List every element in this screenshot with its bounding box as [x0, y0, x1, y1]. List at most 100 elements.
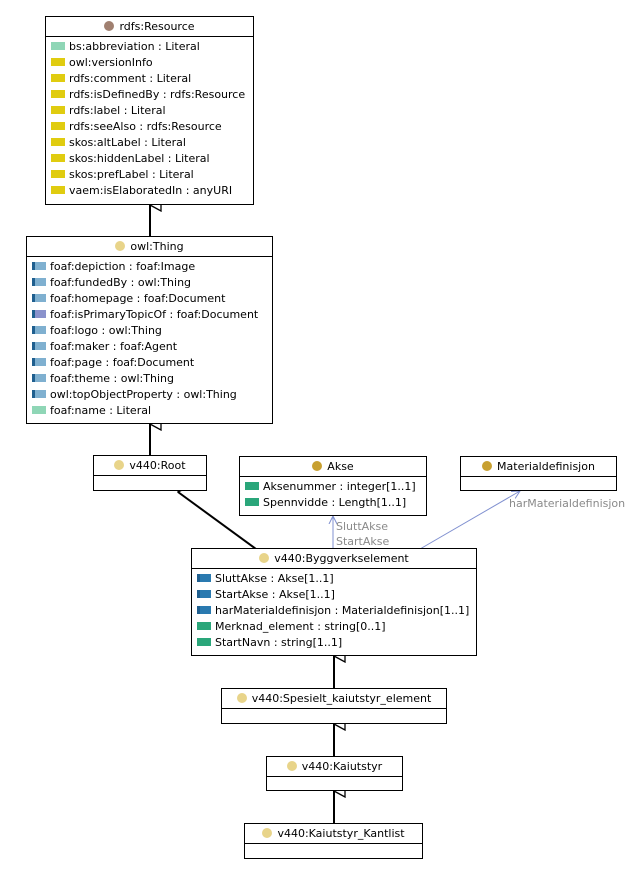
class-header: Materialdefinisjon: [461, 457, 616, 477]
class-title: owl:Thing: [130, 240, 184, 253]
attribute-row[interactable]: SluttAkse : Akse[1..1]: [197, 571, 476, 587]
attribute-label: foaf:maker : foaf:Agent: [50, 340, 178, 353]
class-header: Akse: [240, 457, 426, 477]
attribute-row[interactable]: Aksenummer : integer[1..1]: [245, 479, 426, 495]
attribute-label: foaf:depiction : foaf:Image: [50, 260, 196, 273]
attribute-label: bs:abbreviation : Literal: [69, 40, 200, 53]
attribute-row[interactable]: harMaterialdefinisjon : Materialdefinisj…: [197, 603, 476, 619]
class-attributes: [267, 777, 402, 781]
object-property-icon: [32, 342, 46, 350]
attribute-row[interactable]: skos:prefLabel : Literal: [51, 167, 253, 183]
class-icon: [104, 21, 115, 31]
attribute-row[interactable]: rdfs:label : Literal: [51, 103, 253, 119]
attribute-row[interactable]: foaf:theme : owl:Thing: [32, 371, 272, 387]
annotation-property-icon: [51, 154, 65, 162]
class-icon: [115, 241, 126, 251]
datatype-property-icon: [51, 42, 65, 50]
class-icon: [114, 460, 125, 470]
attribute-row[interactable]: vaem:isElaboratedIn : anyURI: [51, 183, 253, 199]
attribute-label: rdfs:comment : Literal: [69, 72, 192, 85]
object-property-icon: [32, 262, 46, 270]
class-title: v440:Kaiutstyr_Kantlist: [277, 827, 405, 840]
class-attributes: bs:abbreviation : Literal owl:versionInfo…: [46, 37, 253, 201]
class-icon: [259, 553, 270, 563]
attribute-row[interactable]: foaf:logo : owl:Thing: [32, 323, 272, 339]
class-title: v440:Kaiutstyr: [301, 760, 383, 773]
object-property-icon: [32, 294, 46, 302]
attribute-label: skos:altLabel : Literal: [69, 136, 186, 149]
object-property-icon: [32, 278, 46, 286]
attribute-row[interactable]: skos:hiddenLabel : Literal: [51, 151, 253, 167]
class-v440-spesielt-kaiutstyr-element[interactable]: v440:Spesielt_kaiutstyr_element: [221, 688, 447, 724]
attribute-label: StartNavn : string[1..1]: [215, 636, 343, 649]
attribute-row[interactable]: foaf:page : foaf:Document: [32, 355, 272, 371]
association-label-sluttakse: SluttAkse: [336, 520, 389, 533]
attribute-row[interactable]: StartNavn : string[1..1]: [197, 635, 476, 651]
attribute-label: owl:topObjectProperty : owl:Thing: [50, 388, 237, 401]
object-property-icon: [197, 590, 211, 598]
attribute-label: foaf:homepage : foaf:Document: [50, 292, 226, 305]
class-owl-thing[interactable]: owl:Thing foaf:depiction : foaf:Image foaf…: [26, 236, 273, 424]
datatype-property-icon: [197, 622, 211, 630]
attribute-row[interactable]: foaf:fundedBy : owl:Thing: [32, 275, 272, 291]
class-icon: [482, 461, 493, 471]
attribute-row[interactable]: skos:altLabel : Literal: [51, 135, 253, 151]
attribute-label: Aksenummer : integer[1..1]: [263, 480, 416, 493]
attribute-row[interactable]: owl:versionInfo: [51, 55, 253, 71]
object-property-icon: [197, 606, 211, 614]
attribute-row[interactable]: foaf:depiction : foaf:Image: [32, 259, 272, 275]
class-header: v440:Byggverkselement: [192, 549, 476, 569]
class-attributes: [222, 709, 446, 713]
annotation-property-icon: [51, 58, 65, 66]
class-materialdefinisjon[interactable]: Materialdefinisjon: [460, 456, 617, 491]
class-v440-root[interactable]: v440:Root: [93, 455, 207, 491]
class-attributes: SluttAkse : Akse[1..1] StartAkse : Akse[1…: [192, 569, 476, 653]
class-attributes: [245, 844, 422, 848]
annotation-property-icon: [51, 74, 65, 82]
class-title: v440:Root: [129, 459, 186, 472]
class-attributes: Aksenummer : integer[1..1] Spennvidde : L…: [240, 477, 426, 513]
attribute-row[interactable]: rdfs:seeAlso : rdfs:Resource: [51, 119, 253, 135]
attribute-row[interactable]: bs:abbreviation : Literal: [51, 39, 253, 55]
attribute-label: SluttAkse : Akse[1..1]: [215, 572, 334, 585]
class-title: Materialdefinisjon: [497, 460, 595, 473]
object-property-icon: [32, 358, 46, 366]
class-v440-kaiutstyr[interactable]: v440:Kaiutstyr: [266, 756, 403, 791]
attribute-label: StartAkse : Akse[1..1]: [215, 588, 335, 601]
class-title: v440:Spesielt_kaiutstyr_element: [251, 692, 432, 705]
class-icon: [286, 761, 297, 771]
attribute-row[interactable]: Merknad_element : string[0..1]: [197, 619, 476, 635]
attribute-row[interactable]: Spennvidde : Length[1..1]: [245, 495, 426, 511]
class-icon: [236, 693, 247, 703]
datatype-property-icon: [32, 406, 46, 414]
attribute-label: foaf:isPrimaryTopicOf : foaf:Document: [50, 308, 259, 321]
association-label-harmaterialdefinisjon: harMaterialdefinisjon: [509, 497, 626, 510]
attribute-label: foaf:name : Literal: [50, 404, 152, 417]
attribute-row[interactable]: StartAkse : Akse[1..1]: [197, 587, 476, 603]
attribute-row[interactable]: rdfs:comment : Literal: [51, 71, 253, 87]
class-v440-kaiutstyr-kantlist[interactable]: v440:Kaiutstyr_Kantlist: [244, 823, 423, 859]
attribute-row[interactable]: foaf:homepage : foaf:Document: [32, 291, 272, 307]
datatype-property-icon: [245, 498, 259, 506]
class-header: owl:Thing: [27, 237, 272, 257]
annotation-property-icon: [51, 186, 65, 194]
attribute-row[interactable]: foaf:maker : foaf:Agent: [32, 339, 272, 355]
attribute-row[interactable]: owl:topObjectProperty : owl:Thing: [32, 387, 272, 403]
attribute-label: Merknad_element : string[0..1]: [215, 620, 386, 633]
attribute-label: foaf:fundedBy : owl:Thing: [50, 276, 192, 289]
attribute-label: foaf:page : foaf:Document: [50, 356, 195, 369]
object-property-icon: [32, 390, 46, 398]
attribute-label: skos:hiddenLabel : Literal: [69, 152, 210, 165]
class-icon: [262, 828, 273, 838]
attribute-row[interactable]: foaf:name : Literal: [32, 403, 272, 419]
attribute-row[interactable]: foaf:isPrimaryTopicOf : foaf:Document: [32, 307, 272, 323]
association-edge-materialdefinisjon: [419, 491, 520, 550]
attribute-label: harMaterialdefinisjon : Materialdefinisj…: [215, 604, 470, 617]
class-header: v440:Kaiutstyr: [267, 757, 402, 777]
class-icon: [312, 461, 323, 471]
attribute-row[interactable]: rdfs:isDefinedBy : rdfs:Resource: [51, 87, 253, 103]
class-header: v440:Kaiutstyr_Kantlist: [245, 824, 422, 844]
